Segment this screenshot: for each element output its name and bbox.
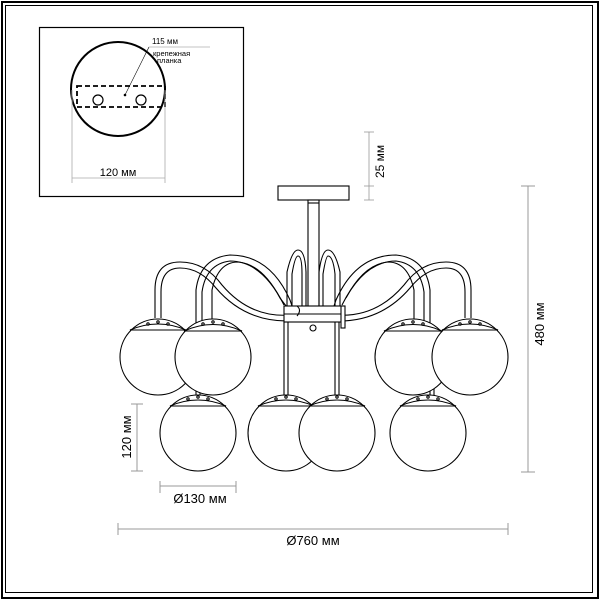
shade-lower-1 bbox=[159, 394, 237, 472]
canopy-height-label: 25 мм bbox=[373, 145, 387, 178]
shade-upper-3 bbox=[374, 318, 452, 396]
center-loop-right bbox=[318, 249, 341, 306]
screw-hole-right bbox=[135, 94, 147, 106]
arm-right-outer bbox=[335, 261, 472, 318]
shade-height-label: 120 мм bbox=[119, 415, 134, 458]
bracket-width-label: 115 мм bbox=[152, 37, 178, 46]
arm-right-mid bbox=[333, 254, 431, 326]
arm-left-mid bbox=[195, 254, 293, 326]
chandelier-drawing bbox=[119, 185, 509, 472]
arm-left-outer bbox=[154, 261, 291, 318]
hub-finial bbox=[309, 324, 317, 332]
shade-height-dimension: 120 мм bbox=[119, 403, 143, 472]
shade-diameter-label: Ø130 мм bbox=[173, 491, 226, 506]
shade-lower-3 bbox=[298, 394, 376, 472]
ceiling-canopy bbox=[277, 185, 350, 201]
total-diameter-dimension: Ø760 мм bbox=[117, 523, 509, 548]
mounting-plate-inset: 115 мм крепежная планка 120 мм bbox=[38, 26, 245, 198]
shade-lower-4 bbox=[389, 394, 467, 472]
total-height-dimension: 480 мм bbox=[521, 185, 547, 473]
base-plate-circle bbox=[70, 41, 166, 137]
shade-diameter-dimension: Ø130 мм bbox=[159, 481, 237, 506]
base-diameter-label: 120 мм bbox=[100, 167, 137, 179]
total-diameter-label: Ø760 мм bbox=[286, 533, 339, 548]
bracket-name-line2: планка bbox=[157, 56, 182, 65]
center-loop-left bbox=[286, 249, 307, 306]
stem-rod bbox=[307, 199, 320, 309]
shade-upper-4 bbox=[431, 318, 509, 396]
shade-upper-2 bbox=[174, 318, 252, 396]
mounting-bracket-outline bbox=[76, 85, 166, 108]
screw-hole-left bbox=[92, 94, 104, 106]
bracket-name-line1: крепежная bbox=[153, 49, 190, 58]
canopy-height-dimension: 25 мм bbox=[364, 131, 387, 201]
inner-frame-border bbox=[5, 5, 593, 593]
bracket-leader-line bbox=[124, 46, 150, 96]
total-height-label: 480 мм bbox=[532, 302, 547, 345]
